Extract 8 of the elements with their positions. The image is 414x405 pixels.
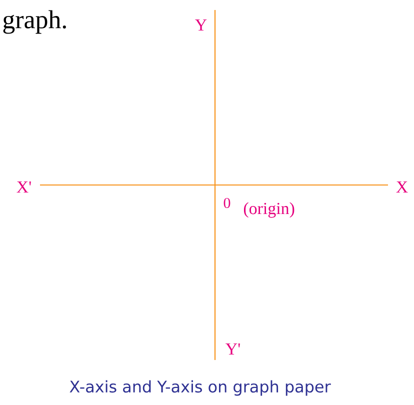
body-text: graph. [3, 10, 66, 34]
axis-label: X' [16, 181, 31, 193]
axis-label: Y' [226, 343, 240, 355]
axis-label: X [396, 181, 408, 193]
axis-label: Y [195, 19, 207, 31]
caption: X-axis and Y-axis on graph paper [70, 380, 331, 396]
origin-label: (origin) [244, 202, 294, 218]
origin-label: 0 [224, 198, 230, 208]
